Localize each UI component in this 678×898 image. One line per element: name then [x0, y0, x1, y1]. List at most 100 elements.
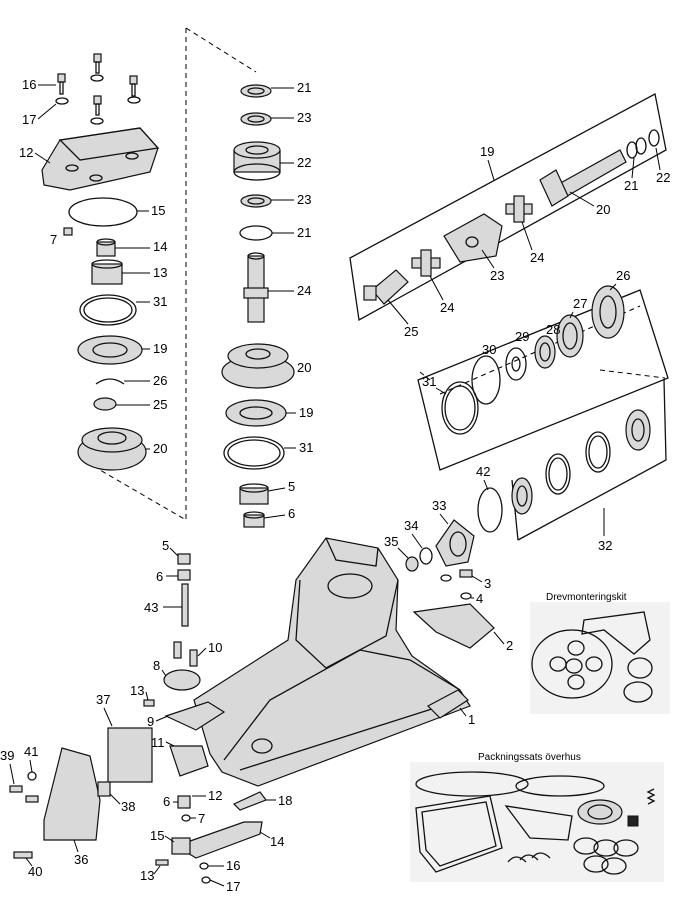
washer-icon — [239, 225, 273, 241]
gasket-icon — [415, 795, 503, 873]
part-label: 25 — [404, 324, 418, 339]
bearing-icon — [625, 409, 651, 451]
screw-icon — [155, 859, 169, 866]
part-label: 41 — [24, 744, 38, 759]
race-ring-icon — [585, 431, 611, 473]
part-label: 26 — [616, 268, 630, 283]
part-label: 16 — [226, 858, 240, 873]
bearing-icon — [534, 335, 556, 369]
part-label: 11 — [151, 735, 165, 750]
bearing-stack-labels: 26 27 28 29 30 31 — [422, 268, 630, 395]
shim-ring-icon — [441, 381, 479, 435]
part-label: 20 — [297, 360, 311, 375]
plug-icon — [63, 227, 73, 236]
bearing-stack-parts — [417, 285, 669, 471]
part-label: 16 — [22, 77, 36, 92]
race-ring-icon — [591, 285, 625, 339]
shim-ring-icon — [79, 294, 137, 326]
shaft-assembly-labels: 19 21 22 20 23 24 24 25 — [387, 144, 670, 339]
bolt-icon — [143, 699, 155, 707]
seal-ring-icon — [240, 84, 272, 98]
part-label: 23 — [297, 192, 311, 207]
gasket-kit-panel: Packningssats överhus — [410, 752, 664, 882]
o-ring-icon — [68, 197, 138, 227]
bolt-icon — [173, 641, 182, 659]
part-label: 15 — [150, 828, 164, 843]
part-label: 22 — [297, 155, 311, 170]
center-column-parts — [221, 84, 295, 528]
part-label: 24 — [297, 283, 311, 298]
part-label: 21 — [297, 225, 311, 240]
plug-icon — [627, 815, 639, 827]
pinion-gear-icon — [435, 519, 475, 567]
part-label: 32 — [598, 538, 612, 553]
link-rod-icon — [232, 791, 267, 811]
part-label: 9 — [147, 714, 154, 729]
part-label: 12 — [208, 788, 222, 803]
part-label: 6 — [288, 506, 295, 521]
plug-icon — [97, 781, 111, 797]
shim-ring-icon — [223, 436, 285, 470]
part-label: 19 — [153, 341, 167, 356]
bracket-icon — [163, 669, 201, 691]
bearing-cup-icon — [556, 314, 584, 358]
bolt-icon — [90, 95, 104, 125]
part-label: 26 — [153, 373, 167, 388]
washer-icon — [201, 876, 211, 884]
part-label: 14 — [153, 239, 167, 254]
gearcase-housing-icon — [193, 537, 471, 787]
part-label: 23 — [297, 110, 311, 125]
bolt-icon — [57, 73, 66, 95]
part-label: 21 — [297, 80, 311, 95]
part-label: 34 — [404, 518, 418, 533]
bolt-icon — [459, 569, 473, 578]
part-label: 3 — [484, 576, 491, 591]
part-label: 22 — [656, 170, 670, 185]
part-label: 13 — [130, 683, 144, 698]
part-label: 19 — [480, 144, 494, 159]
seal-icon — [577, 799, 623, 825]
seal-ring-icon — [240, 112, 272, 126]
part-label: 29 — [515, 329, 529, 344]
part-label: 27 — [573, 296, 587, 311]
shim-ring-icon — [477, 487, 503, 533]
seal-ring-icon — [648, 129, 660, 147]
o-ring-icon — [471, 355, 501, 405]
screw-icon — [9, 785, 23, 793]
race-ring-icon — [93, 397, 117, 411]
part-label: 12 — [19, 145, 33, 160]
part-label: 40 — [28, 864, 42, 879]
seal-ring-icon — [240, 194, 272, 208]
part-label: 10 — [208, 640, 222, 655]
washer-icon — [55, 97, 69, 105]
washer-icon — [440, 574, 452, 582]
part-label: 30 — [482, 342, 496, 357]
shift-lever-icon — [169, 745, 209, 777]
part-label: 33 — [432, 498, 446, 513]
gasket-icon — [504, 805, 573, 841]
bolt-icon — [189, 649, 198, 667]
part-label: 14 — [270, 834, 284, 849]
thrust-bearing-icon — [225, 399, 287, 427]
bushing-icon — [96, 241, 116, 257]
clip-icon — [507, 856, 527, 863]
part-label: 36 — [74, 852, 88, 867]
screw-icon — [25, 795, 39, 803]
part-label: 13 — [153, 265, 167, 280]
part-label: 7 — [198, 811, 205, 826]
thrust-bearing-icon — [77, 335, 143, 365]
pinion-stack-parts — [405, 379, 667, 572]
yoke-icon — [443, 213, 503, 263]
part-label: 24 — [440, 300, 454, 315]
bushing-icon — [177, 569, 191, 581]
knob-icon — [171, 837, 191, 855]
part-label: 42 — [476, 464, 490, 479]
gasket-icon — [581, 611, 651, 655]
u-joint-icon — [505, 195, 533, 223]
race-ring-icon — [545, 453, 571, 495]
retaining-clip-icon — [95, 378, 125, 385]
part-label: 7 — [50, 232, 57, 247]
washer-icon — [505, 347, 527, 381]
part-label: 28 — [546, 322, 560, 337]
housing-parts — [9, 537, 495, 884]
